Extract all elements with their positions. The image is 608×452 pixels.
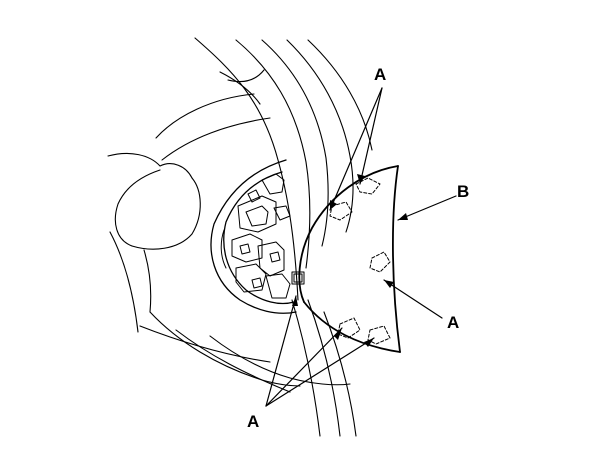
leader-a-top-1 — [359, 87, 383, 185]
internal-mechanism — [220, 173, 305, 299]
seat-outline — [107, 69, 301, 387]
leader-lines — [265, 87, 457, 407]
clip-markers — [329, 177, 391, 345]
door-opening — [210, 159, 297, 314]
leader-b — [397, 195, 457, 221]
clip-bottom-right — [367, 325, 391, 345]
callout-a-bottom: A — [247, 412, 260, 431]
leader-a-bottom-2 — [265, 337, 375, 407]
callout-a-top: A — [374, 65, 387, 84]
callout-a-right: A — [447, 313, 460, 332]
leader-a-bottom-3 — [265, 295, 297, 407]
body-panel — [175, 329, 351, 393]
leader-a-right — [383, 279, 443, 319]
trim-cover-b — [298, 165, 401, 353]
clip-top-lower — [329, 201, 353, 221]
leader-a-top-2 — [329, 87, 383, 211]
leader-a-bottom-1 — [265, 327, 343, 407]
clip-right — [369, 251, 391, 273]
clip-top-upper — [355, 177, 381, 195]
arrowheads — [292, 174, 408, 347]
callout-b: B — [457, 182, 470, 201]
